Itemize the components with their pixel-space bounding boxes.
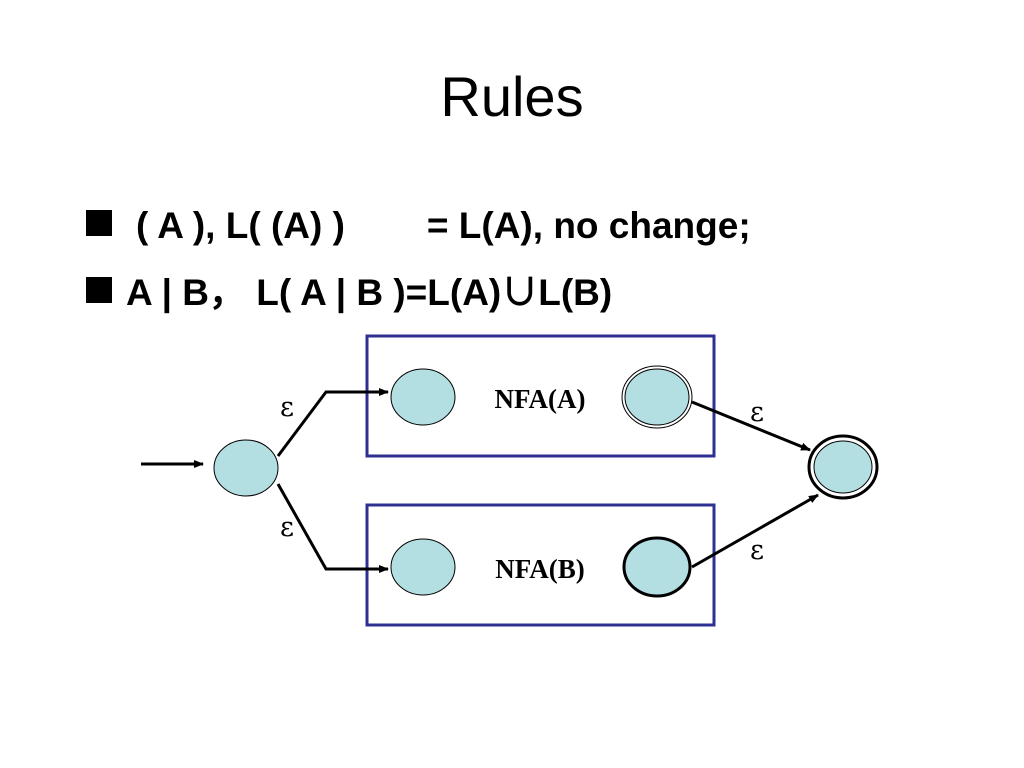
bullet-2-text: A | B， L( A | B )=L(A)∪L(B) <box>126 272 613 313</box>
nfa-b-label: NFA(B) <box>495 554 584 584</box>
epsilon-label-lower-left: ε <box>280 512 294 543</box>
nfa-b-box: NFA(B) <box>365 503 716 627</box>
bullet-1-text: ( A ), L( (A) ) <box>136 205 345 246</box>
nfa-b-final-state <box>622 536 692 598</box>
epsilon-label-lower-right: ε <box>750 535 764 566</box>
nfa-a-box: NFA(A) <box>365 334 716 458</box>
new-final-state <box>807 434 879 500</box>
slide-title: Rules <box>440 65 584 128</box>
epsilon-arrow-from-nfa-b <box>691 493 819 569</box>
epsilon-label-upper-right: ε <box>750 397 764 428</box>
epsilon-label-upper-left: ε <box>280 392 294 423</box>
square-bullet-icon <box>86 277 112 303</box>
nfa-a-start-state <box>390 368 456 426</box>
square-bullet-icon <box>86 210 112 236</box>
epsilon-arrow-to-nfa-b <box>276 483 389 573</box>
bullet-item-2: A | B， L( A | B )=L(A)∪L(B) <box>86 271 612 315</box>
epsilon-arrow-from-nfa-a <box>691 400 811 452</box>
bullet-item-1: ( A ), L( (A) ) = L(A), no change; <box>86 204 751 248</box>
nfa-a-final-state <box>621 365 693 429</box>
bullet-1-result: = L(A), no change; <box>426 205 751 246</box>
nfa-b-start-state <box>390 538 456 596</box>
new-start-state <box>213 439 279 497</box>
nfa-a-label: NFA(A) <box>495 384 586 414</box>
epsilon-arrow-to-nfa-a <box>276 388 389 457</box>
